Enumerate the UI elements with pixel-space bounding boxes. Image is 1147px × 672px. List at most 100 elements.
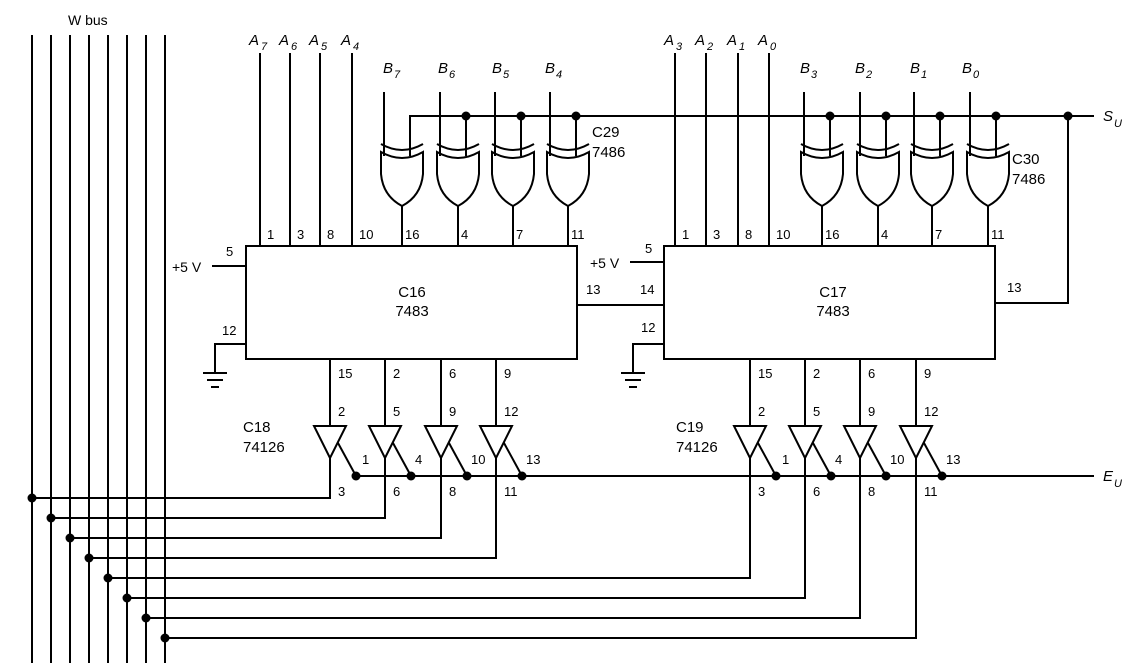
su-label: S (1103, 108, 1113, 125)
junction-dot (462, 471, 472, 481)
pin-label: 13 (1007, 280, 1021, 295)
junction-dot (406, 471, 416, 481)
pin-label: 3 (713, 227, 720, 242)
ground-wire (214, 343, 246, 372)
pin-label: 15 (758, 366, 772, 381)
xor-gate-arc (800, 143, 844, 151)
chip-part-c29: 7486 (592, 144, 625, 161)
chip-id-c19: C19 (676, 419, 704, 436)
pin-label: 7 (935, 227, 942, 242)
xor-gate-arc (436, 143, 480, 151)
pin-label: 12 (924, 404, 938, 419)
pin-label: 10 (471, 452, 485, 467)
pin-label: 4 (461, 227, 468, 242)
pin-label: 9 (868, 404, 875, 419)
b-input-label: B (545, 60, 555, 77)
chip-id-c17: C17 (819, 284, 847, 301)
junction-dot (937, 471, 947, 481)
b-input-label: B (492, 60, 502, 77)
junction-dot (935, 111, 945, 121)
pin-label: 11 (504, 484, 518, 499)
w-bus-lines (31, 35, 166, 663)
junction-dot (517, 471, 527, 481)
xor-gate-arc (546, 143, 590, 151)
junction-dot (122, 593, 132, 603)
pin-label: 4 (881, 227, 888, 242)
chip-part-c16: 7483 (395, 303, 428, 320)
pin-label: 4 (835, 452, 842, 467)
pin-label: 12 (641, 320, 655, 335)
a-input-label: A (726, 32, 737, 49)
pin-label: 9 (504, 366, 511, 381)
enable-wire (757, 442, 777, 477)
a-input-subscript: 3 (676, 41, 683, 53)
pin-label: 9 (924, 366, 931, 381)
a-input-subscript: 1 (739, 41, 745, 53)
junction-dot (351, 471, 361, 481)
junction-dot (516, 111, 526, 121)
pin-label: 6 (393, 484, 400, 499)
xor-gate-arc (380, 143, 424, 151)
pin-label: 8 (449, 484, 456, 499)
junction-dot (160, 633, 170, 643)
b-input-subscript: 0 (973, 69, 980, 81)
enable-wire (337, 442, 357, 477)
pin-label: 2 (813, 366, 820, 381)
adder-chip-c16 (245, 245, 578, 360)
buffer-icon (367, 425, 403, 461)
pin-label: 1 (782, 452, 789, 467)
xor-gate-icon (436, 150, 480, 208)
xor-gate-icon (380, 150, 424, 208)
pin-label: 14 (640, 282, 654, 297)
pin-label: 10 (776, 227, 790, 242)
b-input-subscript: 5 (503, 69, 510, 81)
ground-wire (632, 343, 664, 372)
buffer-icon (732, 425, 768, 461)
b-input-label: B (438, 60, 448, 77)
xor-gate-icon (966, 150, 1010, 208)
b-input-label: B (855, 60, 865, 77)
bus-connection-wire (32, 458, 331, 499)
eu-subscript: U (1114, 478, 1122, 490)
a-input-label: A (340, 32, 351, 49)
bus-connection-wire (108, 458, 751, 579)
b-input-subscript: 4 (556, 69, 562, 81)
a-input-label: A (308, 32, 319, 49)
enable-wire (867, 442, 887, 477)
pin-label: 15 (338, 366, 352, 381)
pin-label: 5 (226, 244, 233, 259)
xor-gate-arc (856, 143, 900, 151)
pin-label: 2 (758, 404, 765, 419)
pin-label: 16 (405, 227, 419, 242)
buffer-icon (312, 425, 348, 461)
pin-label: 6 (868, 366, 875, 381)
xor-gate-icon (910, 150, 954, 208)
chip-part-c18: 74126 (243, 439, 285, 456)
pin-label: 1 (267, 227, 274, 242)
pin-label: 6 (449, 366, 456, 381)
buffer-icon (842, 425, 878, 461)
a-input-subscript: 5 (321, 41, 328, 53)
buffer-icon (478, 425, 514, 461)
pin-label: 8 (745, 227, 752, 242)
pin-label: 4 (415, 452, 422, 467)
b-input-label: B (962, 60, 972, 77)
pin-label: 10 (359, 227, 373, 242)
chip-part-c30: 7486 (1012, 171, 1045, 188)
junction-dot (103, 573, 113, 583)
b-input-label: B (383, 60, 393, 77)
su-wire (409, 115, 1094, 140)
a-input-label: A (248, 32, 259, 49)
junction-dot (84, 553, 94, 563)
pin-label: 13 (526, 452, 540, 467)
a-input-subscript: 4 (353, 41, 359, 53)
junction-dot (1063, 111, 1073, 121)
pin-label: 1 (682, 227, 689, 242)
chip-id-c16: C16 (398, 284, 426, 301)
junction-dot (461, 111, 471, 121)
junction-dot (27, 493, 37, 503)
pin-label: 13 (946, 452, 960, 467)
enable-wire (812, 442, 832, 477)
